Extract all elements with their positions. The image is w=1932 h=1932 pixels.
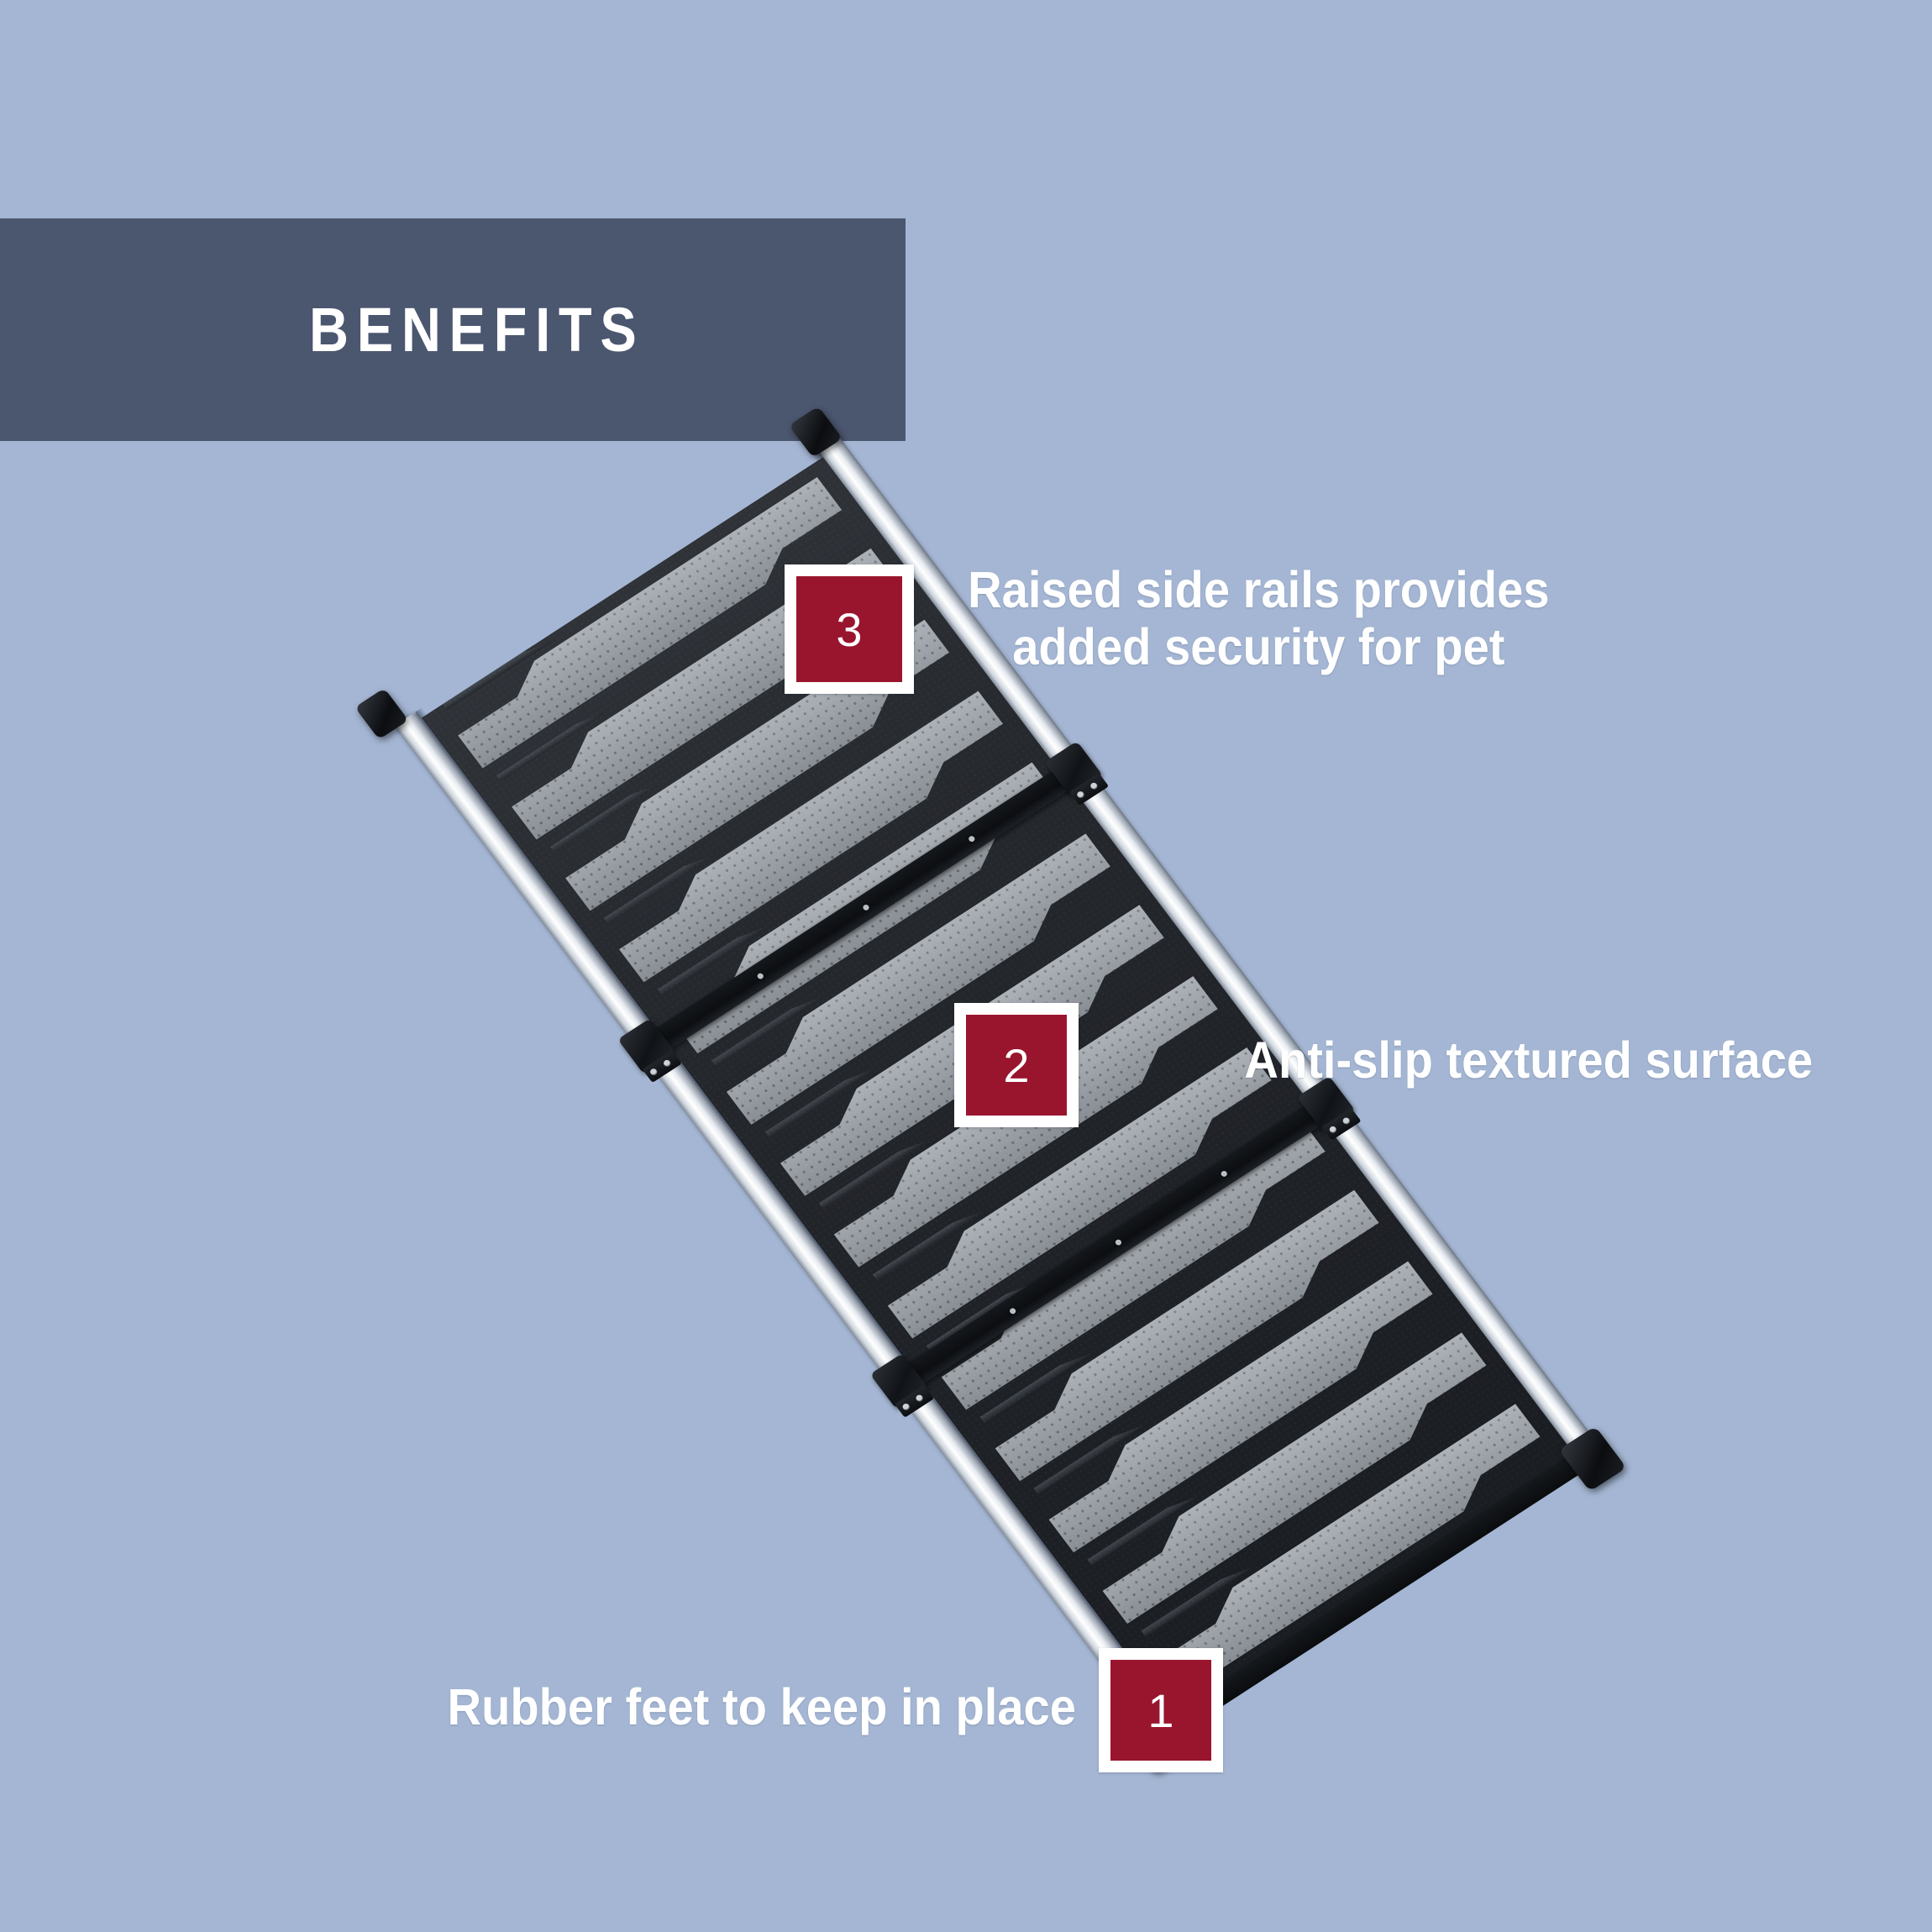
tread-highlight xyxy=(982,1190,1391,1482)
callout-badge-3-number: 3 xyxy=(796,576,902,682)
tread-highlight xyxy=(875,1047,1284,1339)
tread-plate xyxy=(982,1190,1391,1482)
callout-badge-2[interactable]: 2 xyxy=(954,1003,1079,1127)
callout-badge-3[interactable]: 3 xyxy=(785,564,914,694)
tread-rib xyxy=(658,755,1023,995)
tread-rib xyxy=(1087,1326,1452,1566)
tread-highlight xyxy=(1036,1261,1445,1552)
callout-label-3: Raised side rails provides added securit… xyxy=(968,561,1550,676)
callout-badge-1-number: 1 xyxy=(1110,1660,1211,1761)
callout-label-1: Rubber feet to keep in place xyxy=(447,1678,1076,1735)
tread-rib xyxy=(1033,1254,1399,1494)
page-title: BENEFITS xyxy=(309,295,645,365)
tread-plate xyxy=(928,1119,1337,1410)
tread-rib xyxy=(443,470,808,710)
tread-plate xyxy=(875,1047,1284,1339)
callout-badge-2-number: 2 xyxy=(966,1015,1067,1116)
callout-label-2: Anti-slip textured surface xyxy=(1244,1032,1814,1089)
callout-badge-1[interactable]: 1 xyxy=(1099,1648,1223,1772)
product-image xyxy=(0,406,1932,1831)
tread-plate xyxy=(1036,1261,1445,1552)
tread-highlight xyxy=(1089,1332,1499,1624)
tread-rib xyxy=(1141,1397,1506,1637)
benefits-banner: BENEFITS xyxy=(0,218,906,441)
tread-highlight xyxy=(928,1119,1337,1410)
tread-plate xyxy=(1089,1332,1499,1624)
